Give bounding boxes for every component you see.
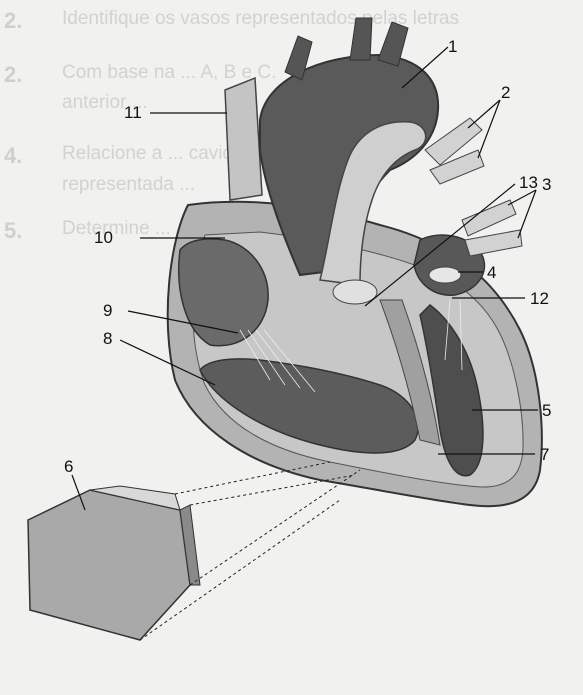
label-1: 1	[448, 38, 457, 55]
label-3: 3	[542, 176, 551, 193]
label-7: 7	[540, 446, 549, 463]
projection-line	[175, 462, 330, 494]
label-13: 13	[519, 174, 538, 191]
leader-line-3b	[518, 190, 536, 238]
label-8: 8	[103, 330, 112, 347]
label-10: 10	[94, 229, 113, 246]
superior-vena-cava	[225, 78, 262, 200]
wall-block-front	[28, 490, 190, 640]
mitral-valve	[429, 267, 461, 283]
aortic-valve	[333, 280, 377, 304]
label-12: 12	[530, 290, 549, 307]
label-6: 6	[64, 458, 73, 475]
label-5: 5	[542, 402, 551, 419]
projection-line	[190, 470, 360, 585]
label-11: 11	[124, 104, 142, 121]
arch-branch	[350, 18, 372, 60]
label-9: 9	[103, 302, 112, 319]
label-2: 2	[501, 84, 510, 101]
label-4: 4	[487, 264, 496, 281]
